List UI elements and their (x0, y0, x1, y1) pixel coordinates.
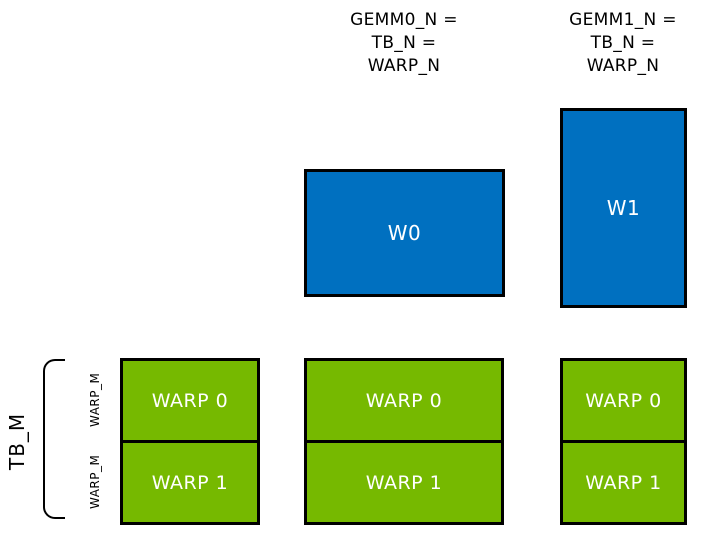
warp-box-w1: W1 (560, 108, 687, 308)
warp-tile-cell: WARP 0 (560, 358, 687, 443)
warp-tile-cell: WARP 1 (120, 440, 260, 525)
warp-box-w0: W0 (304, 169, 505, 297)
tb-m-label: TB_M (5, 412, 29, 470)
warp-tile-column-2: WARP 0 WARP 1 (560, 358, 687, 525)
warp-tile-cell: WARP 0 (304, 358, 504, 443)
warp-tile-column-1: WARP 0 WARP 1 (304, 358, 504, 525)
column-header-gemm0: GEMM0_N = TB_N = WARP_N (350, 10, 458, 76)
tb-m-bracket (43, 359, 65, 519)
warp-tile-cell: WARP 1 (560, 440, 687, 525)
column-header-gemm1: GEMM1_N = TB_N = WARP_N (569, 10, 677, 76)
warp-tile-column-0: WARP 0 WARP 1 (120, 358, 260, 525)
warp-m-label-bottom: WARP_M (88, 454, 102, 510)
warp-tile-cell: WARP 0 (120, 358, 260, 443)
warp-tile-cell: WARP 1 (304, 440, 504, 525)
warp-m-label-top: WARP_M (88, 372, 102, 428)
